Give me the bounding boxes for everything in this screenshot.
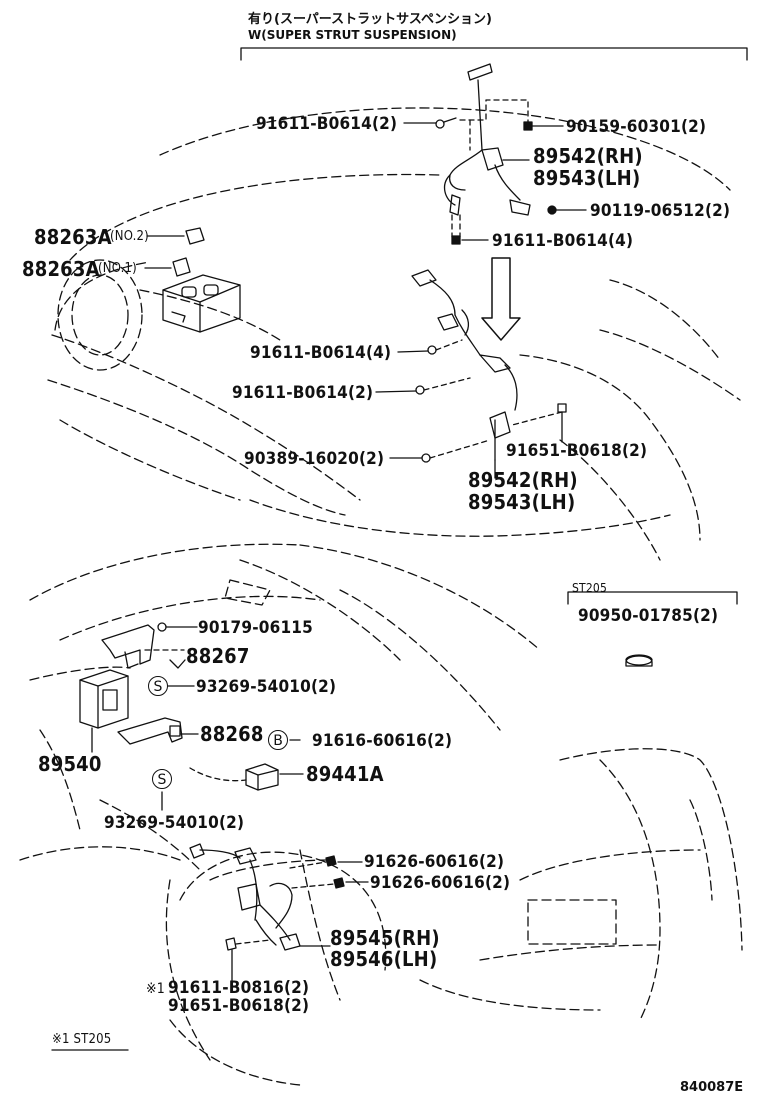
part-88268[interactable]: 88268 [200,722,264,746]
part-90950-01785[interactable]: 90950-01785(2) [578,606,719,626]
st205-bracket [567,591,738,605]
lower-leaders [144,649,304,811]
mid-dash-lines [423,339,563,459]
top-nut [547,205,587,215]
part-91611-b0816-mark: ※1 [146,981,165,997]
reference-code: 840087E [680,1080,744,1095]
part-90159-60301[interactable]: 90159-60301(2) [566,117,707,137]
part-93269-54010-a[interactable]: 93269-54010(2) [196,677,337,697]
top-bolt-right [523,121,564,131]
part-89542-rh-top[interactable]: 89542(RH) [533,144,643,168]
part-89540[interactable]: 89540 [38,752,102,776]
part-89542-rh-mid[interactable]: 89542(RH) [468,468,578,492]
part-89546-lh[interactable]: 89546(LH) [330,947,438,971]
part-89441a[interactable]: 89441A [306,762,384,786]
option-header-jp: 有り(スーパーストラットサスペンション) [248,12,492,27]
relay-block [162,274,241,333]
top-bolt-left [435,117,457,129]
upper-headlamp [57,259,281,371]
s-mark-2: S [152,769,172,789]
part-91611-b0816[interactable]: 91611-B0816(2) [168,978,310,998]
part-90119-06512[interactable]: 90119-06512(2) [590,201,731,221]
part-90389-16020[interactable]: 90389-16020(2) [244,449,385,469]
top-bolt-bottom [451,235,489,245]
part-89543-lh-top[interactable]: 89543(LH) [533,166,641,190]
part-88263a-no2[interactable]: 88263A [34,225,112,249]
part-90179-06115[interactable]: 90179-06115 [198,618,313,638]
bracket-88267 [101,624,155,669]
part-88263a-no2-tag: (NO.2) [110,229,149,244]
top-height-sensor [443,63,531,216]
part-91626-60616-b[interactable]: 91626-60616(2) [370,873,511,893]
part-91611-b0614-2-mid[interactable]: 91611-B0614(2) [232,383,374,403]
lower-right-fender [419,748,743,1021]
part-91651-b0618-mid[interactable]: 91651-B0618(2) [506,441,648,461]
bolt-90179 [157,622,198,632]
part-93269-54010-b[interactable]: 93269-54010(2) [104,813,245,833]
bracket-88268 [117,717,183,745]
part-88263a-no1-tag: (NO.1) [98,261,137,276]
lower-bolts [225,855,369,983]
ecu-box [79,669,129,753]
part-91616-60616[interactable]: 91616-60616(2) [312,731,453,751]
part-91626-60616-a[interactable]: 91626-60616(2) [364,852,505,872]
part-91611-b0614-2-top[interactable]: 91611-B0614(2) [256,114,398,134]
part-88263a-no1[interactable]: 88263A [22,257,100,281]
relay-no1 [172,257,191,277]
part-89545-rh[interactable]: 89545(RH) [330,926,440,950]
part-91611-b0614-4-top[interactable]: 91611-B0614(4) [492,231,634,251]
sensor-89441a [245,763,279,791]
down-arrow [481,257,521,341]
lower-car-body [19,543,541,1061]
lower-dash-lines [235,861,335,945]
option-bracket [240,47,748,61]
st205-title: ST205 [572,581,608,595]
part-91651-b0618-low[interactable]: 91651-B0618(2) [168,996,310,1016]
mid-height-sensor [411,269,518,461]
footnote: ※1 ST205 [52,1032,112,1047]
lower-wheel-arch [169,851,387,1086]
lower-height-sensor [189,843,301,951]
st205-grommet [625,654,653,667]
part-89543-lh-mid[interactable]: 89543(LH) [468,490,576,514]
upper-car-body [47,107,741,561]
relay-no2 [185,227,205,245]
top-dash-lines [451,99,529,238]
part-91611-b0614-4-mid[interactable]: 91611-B0614(4) [250,343,392,363]
s-mark-1: S [148,676,168,696]
b-mark: B [268,730,288,750]
part-88267[interactable]: 88267 [186,644,250,668]
option-header-en: W(SUPER STRUT SUSPENSION) [248,28,457,42]
mid-bolts [375,345,567,479]
